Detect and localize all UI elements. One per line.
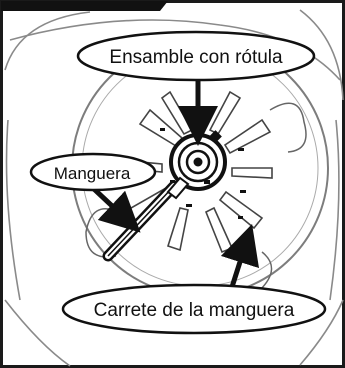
frame-corner-tab [1, 1, 168, 11]
label-ball-joint-assembly: Ensamble con rótula [109, 47, 283, 68]
pointer-arrows [92, 81, 259, 288]
label-hose-reel: Carrete de la manguera [94, 300, 295, 321]
callout-hose-reel: Carrete de la manguera [61, 283, 327, 335]
arrow-to-reel [220, 223, 259, 288]
hose [102, 180, 180, 262]
label-hose: Manguera [54, 164, 131, 183]
callout-ball-joint-assembly: Ensamble con rótula [76, 30, 316, 82]
swivel-fitting [166, 133, 227, 200]
callout-hose: Manguera [29, 152, 157, 192]
reel-spokes [119, 90, 273, 254]
arrow-to-hose [92, 187, 141, 233]
reel-slot-marks [160, 128, 246, 219]
